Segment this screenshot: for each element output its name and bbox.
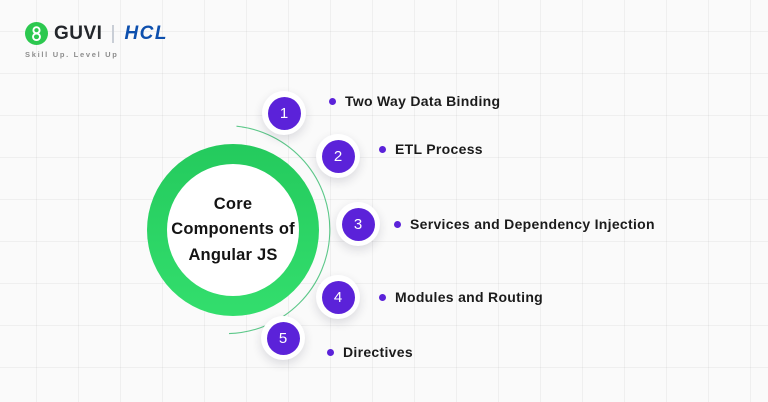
- guvi-logo-icon: [25, 22, 48, 45]
- diagram-title-line1: Core: [213, 194, 253, 213]
- hcl-wordmark: HCL: [124, 22, 169, 44]
- list-item-label: Directives: [343, 344, 413, 360]
- step-badge-1-number: 1: [267, 96, 301, 130]
- step-badge-3-number: 3: [341, 207, 375, 241]
- bullet-icon: [379, 293, 386, 301]
- list-item-two-way-data-binding: Two Way Data Binding: [329, 91, 500, 111]
- guvi-wordmark: GUVI: [54, 22, 103, 44]
- core-circle-inner: Core Components of Angular JS: [167, 164, 299, 296]
- brand-logo-row: GUVI HCL: [25, 22, 168, 45]
- list-item-label: Two Way Data Binding: [345, 93, 501, 109]
- step-badge-5: 5: [261, 316, 305, 360]
- step-badge-2-number: 2: [321, 139, 355, 173]
- step-badge-3: 3: [336, 202, 380, 246]
- bullet-icon: [394, 220, 401, 228]
- list-item-directives: Directives: [327, 342, 413, 362]
- diagram-title-line2: Components of: [171, 220, 295, 239]
- bullet-icon: [379, 145, 386, 153]
- brand-tagline: Skill Up. Level Up: [25, 50, 119, 59]
- step-badge-4: 4: [316, 275, 360, 319]
- diagram-title: Core Components of Angular JS: [171, 192, 295, 269]
- list-item-label: Services and Dependency Injection: [410, 216, 655, 232]
- bullet-icon: [327, 348, 334, 356]
- list-item-label: Modules and Routing: [395, 289, 544, 305]
- bullet-icon: [329, 97, 336, 105]
- list-item-etl-process: ETL Process: [379, 139, 483, 159]
- step-badge-1: 1: [262, 91, 306, 135]
- step-badge-5-number: 5: [266, 321, 300, 355]
- list-item-modules-and-routing: Modules and Routing: [379, 287, 543, 307]
- step-badge-4-number: 4: [321, 280, 355, 314]
- list-item-services-dependency-injection: Services and Dependency Injection: [394, 214, 655, 234]
- core-circle-ring: Core Components of Angular JS: [147, 144, 319, 316]
- step-badge-2: 2: [316, 134, 360, 178]
- diagram-title-line3: Angular JS: [188, 245, 278, 264]
- brand-logo: GUVI HCL Skill Up. Level Up: [25, 22, 168, 59]
- list-item-label: ETL Process: [395, 141, 483, 157]
- logo-divider: [112, 24, 115, 43]
